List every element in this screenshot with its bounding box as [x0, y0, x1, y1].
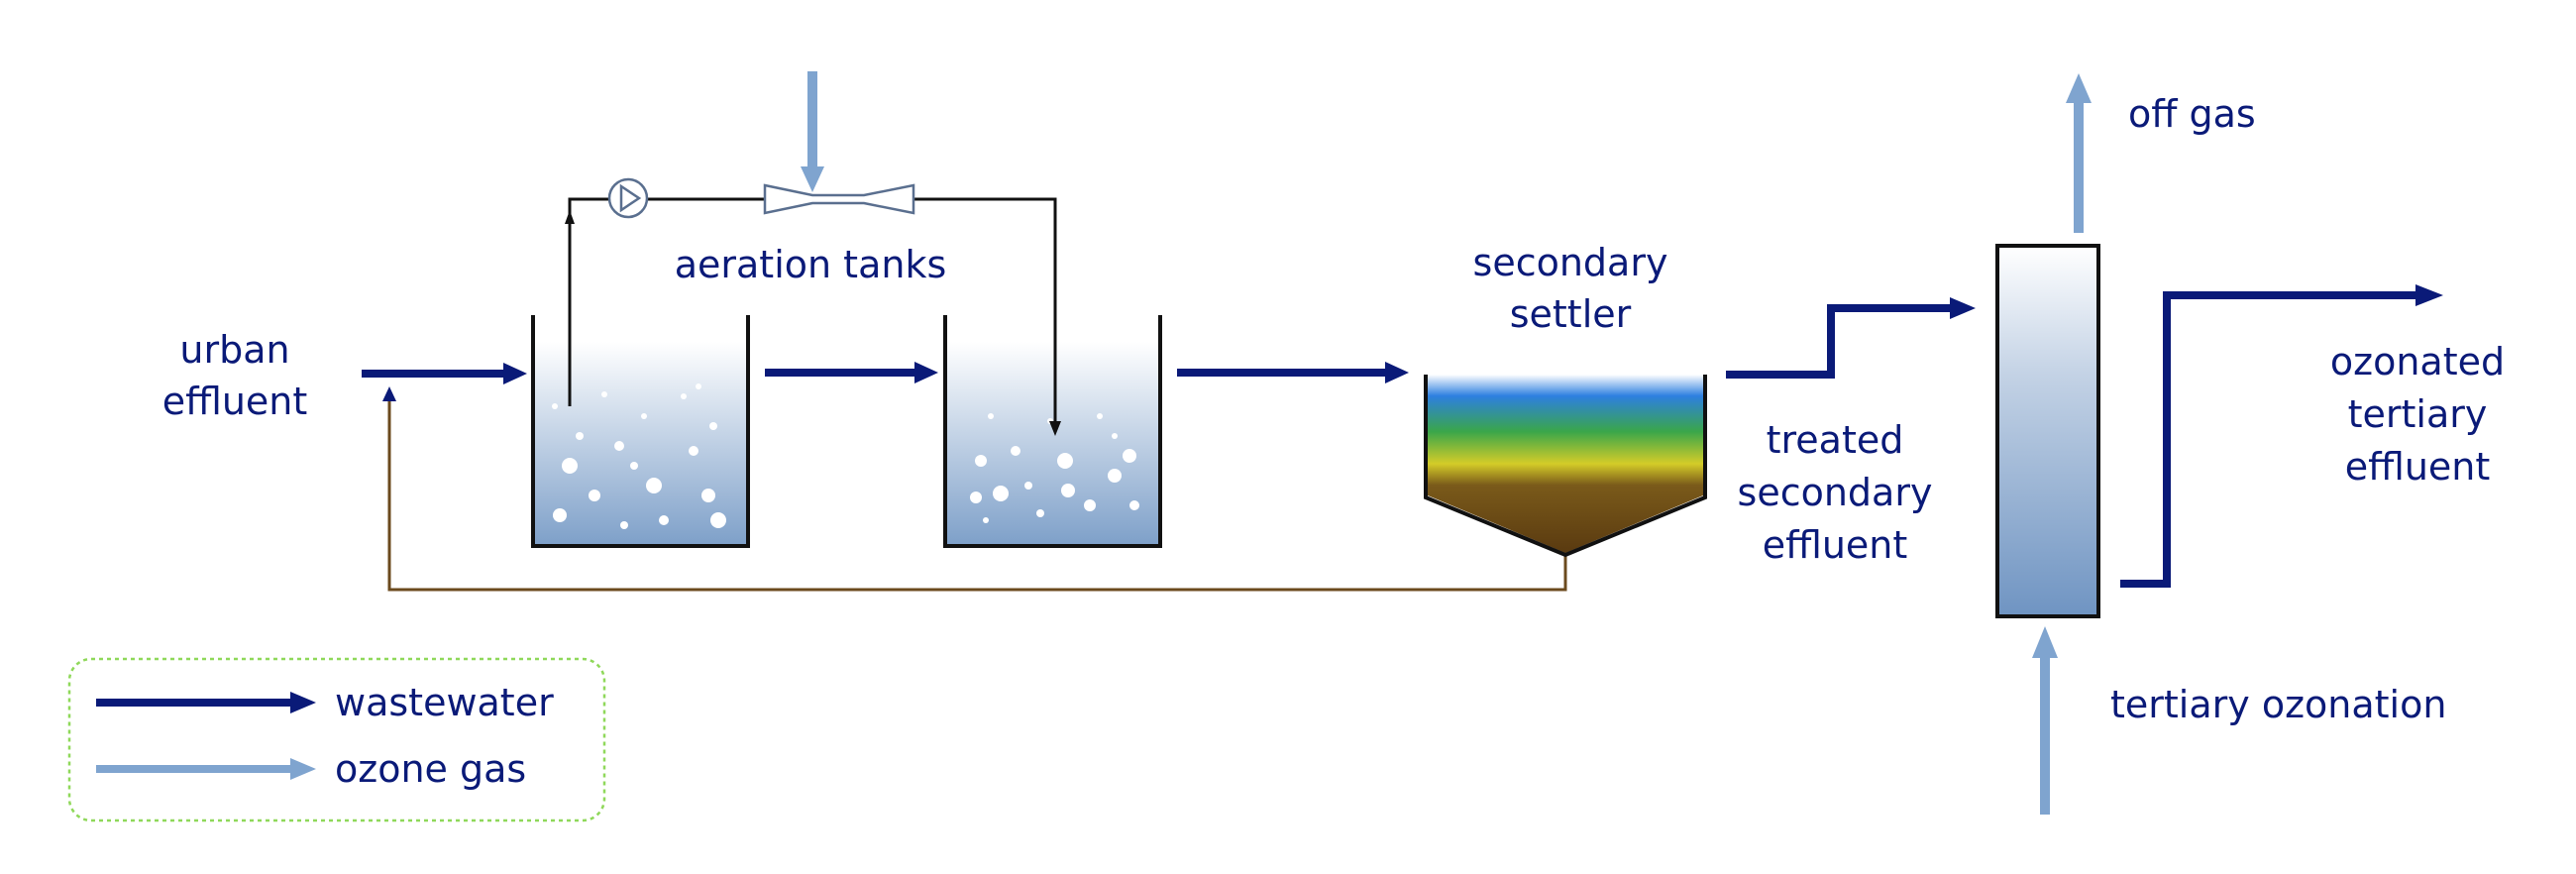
- recirculation-line-up: [568, 197, 609, 406]
- secondary-settler: [1424, 375, 1707, 558]
- legend-label-ozone-gas: ozone gas: [335, 747, 526, 791]
- sludge-return-line: [387, 394, 1567, 592]
- secondary-settler-label-line1: secondary: [1473, 241, 1668, 284]
- ozonated-tertiary-effluent-label-line1: ozonated: [2330, 340, 2505, 383]
- treated-secondary-effluent-label-line1: treated: [1767, 418, 1904, 462]
- legend-item-ozone-gas: ozone gas: [96, 747, 526, 791]
- sludge-return-arrowhead: [382, 386, 396, 401]
- off-gas-arrowhead: [2066, 73, 2092, 103]
- legend-label-wastewater: wastewater: [335, 681, 554, 724]
- air-bubbles: [970, 413, 1139, 523]
- treated-secondary-effluent-label-line2: secondary: [1738, 471, 1933, 514]
- venturi-injector-icon: [763, 183, 915, 215]
- ozonated-tertiary-effluent-label-line2: tertiary: [2348, 392, 2488, 436]
- urban-effluent-label-line2: effluent: [162, 380, 308, 423]
- legend-item-wastewater: wastewater: [96, 681, 554, 724]
- urban-effluent-label-line1: urban: [179, 328, 289, 372]
- aeration-tank-2: [943, 315, 1162, 548]
- recirculation-arrowhead-down: [1049, 421, 1061, 436]
- tertiary-ozonation-label: tertiary ozonation: [2110, 683, 2446, 726]
- recirculation-line-down: [913, 197, 1057, 426]
- secondary-settler-label-line2: settler: [1510, 292, 1632, 336]
- ozonation-column: [1995, 244, 2100, 618]
- air-bubbles: [552, 383, 726, 529]
- wastewater-flow-arrows: [362, 284, 2443, 588]
- off-gas-label: off gas: [2128, 92, 2256, 136]
- treated-secondary-effluent-label-line3: effluent: [1763, 523, 1908, 567]
- recirculation-arrowhead-up: [565, 210, 575, 224]
- text-labels: urban effluent aeration tanks secondary …: [162, 92, 2505, 726]
- ozone-inlet-arrowhead: [801, 166, 824, 192]
- legend: wastewater ozone gas: [67, 657, 606, 822]
- aeration-tank-1: [531, 315, 750, 548]
- ozonated-tertiary-effluent-label-line3: effluent: [2345, 445, 2491, 489]
- pump-icon: [607, 177, 649, 219]
- tertiary-ozone-feed-arrowhead: [2032, 626, 2058, 658]
- aeration-tanks-label: aeration tanks: [675, 243, 947, 286]
